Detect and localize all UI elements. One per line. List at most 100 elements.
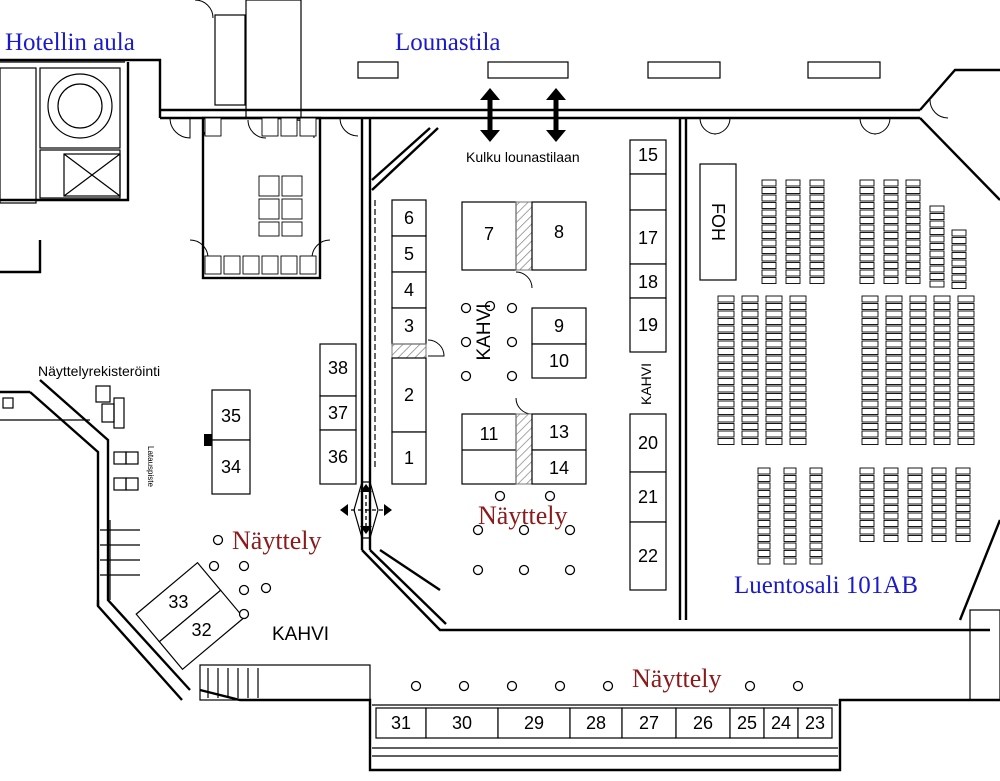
lecture-seat [951,237,967,244]
lecture-seat [859,467,875,475]
lecture-seat [809,217,825,224]
hatched-pillar [515,413,533,485]
booth-31[interactable]: 31 [375,707,427,739]
lecture-seat [765,340,783,348]
lecture-seat [859,520,875,527]
svg-text:13: 13 [549,422,569,442]
lecture-seat [741,310,759,318]
booth-17[interactable]: 17 [629,209,667,265]
booth-22[interactable]: 22 [629,521,667,591]
lecture-seat [761,232,777,239]
lecture-seat [859,527,875,535]
booth-4[interactable]: 4 [391,271,427,309]
booth-23[interactable]: 23 [797,707,833,739]
booth-30[interactable]: 30 [425,707,499,739]
lecture-seat [951,267,967,274]
lecture-seat [883,239,899,247]
svg-text:20: 20 [638,433,658,453]
booth-5[interactable]: 5 [391,235,427,273]
lecture-seat [761,202,777,209]
svg-text:21: 21 [638,487,658,507]
booth-27[interactable]: 27 [621,707,677,739]
standing-table [472,524,484,536]
lecture-seat [809,179,825,187]
lecture-seat [785,239,801,247]
charging-point-label: Latauspiste [146,446,155,487]
lecture-seat [809,557,823,565]
lecture-seat [929,228,945,235]
booth-38[interactable]: 38 [319,343,357,397]
booth-29[interactable]: 29 [497,707,571,739]
booth-33[interactable]: 33 [135,561,222,643]
svg-text:31: 31 [391,713,411,733]
foh-desk[interactable]: FOH [699,163,737,281]
booth-34[interactable]: 34 [211,439,251,495]
lecture-seat [809,239,825,247]
lecture-seat [955,527,971,535]
booth-2[interactable]: 2 [391,357,427,433]
booth-3[interactable]: 3 [391,307,427,345]
booth-11[interactable]: 11 [461,413,517,485]
coffee-center-label: KAHVI [474,303,495,360]
lecture-seat [905,209,921,217]
booth-9[interactable]: 9 [531,307,587,345]
lecture-seat [933,295,951,303]
booth-36[interactable]: 36 [319,429,357,485]
booth-19[interactable]: 19 [629,297,667,353]
booth-15[interactable]: 15 [629,139,667,175]
lecture-seat [741,430,759,438]
booth-35[interactable]: 35 [211,389,251,441]
booth-24[interactable]: 24 [763,707,799,739]
booth-10[interactable]: 10 [531,343,587,379]
booth-1[interactable]: 1 [391,431,427,485]
lecture-seat [931,505,947,512]
lecture-hall-seating [717,179,975,565]
booth-32[interactable]: 32 [158,589,245,671]
svg-text:34: 34 [221,457,241,477]
lecture-seat [883,535,899,542]
booth-26[interactable]: 26 [675,707,731,739]
lecture-seat [741,393,759,400]
lecture-seat [957,318,975,325]
lecture-seat [883,209,899,217]
lecture-seat [859,209,875,217]
booth-13[interactable]: 13 [531,413,587,451]
lecture-seat [717,408,735,415]
lecture-seat [809,497,823,505]
svg-text:7: 7 [484,224,494,244]
lecture-seat [789,310,807,318]
svg-text:27: 27 [639,713,659,733]
standing-table [460,302,472,314]
lecture-seat [761,217,777,224]
svg-text:15: 15 [638,145,658,165]
lecture-seat [861,400,879,408]
booth-21[interactable]: 21 [629,471,667,523]
svg-text:32: 32 [192,620,212,640]
booth-7[interactable]: 7 [461,201,517,271]
lecture-seat [861,423,879,430]
lecture-seat [861,340,879,348]
hatched-pillar [391,343,427,359]
booth-8[interactable]: 8 [531,201,587,271]
booth-6[interactable]: 6 [391,199,427,237]
lecture-seat [789,318,807,325]
standing-table [484,300,496,312]
booth-25[interactable]: 25 [729,707,765,739]
lecture-seat [905,217,921,224]
lecture-seat [789,393,807,400]
booth-18[interactable]: 18 [629,263,667,299]
lecture-seat [957,423,975,430]
lecture-seat [957,408,975,415]
svg-text:6: 6 [404,208,414,228]
lecture-seat [809,232,825,239]
booth-14[interactable]: 14 [531,449,587,485]
lecture-seat [885,370,903,378]
lecture-seat [783,505,797,512]
svg-text:26: 26 [693,713,713,733]
booth-20[interactable]: 20 [629,413,667,473]
booth-37[interactable]: 37 [319,395,357,431]
lecture-seat [861,303,879,310]
booth-28[interactable]: 28 [569,707,623,739]
lecture-seat [809,475,823,482]
lecture-seat [765,415,783,423]
